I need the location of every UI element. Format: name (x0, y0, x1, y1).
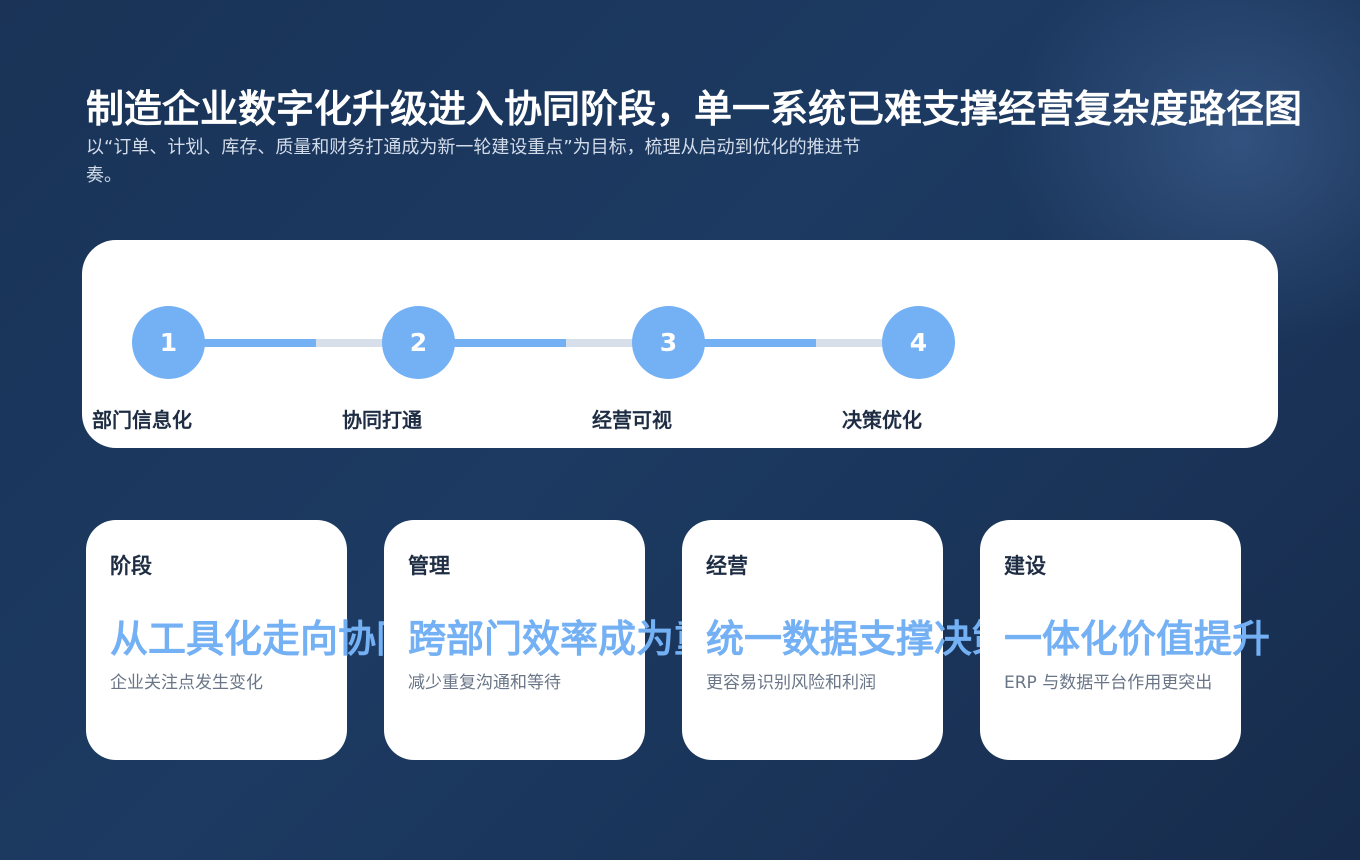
timeline-step-2-label: 协同打通 (342, 408, 422, 432)
stage-card: 阶段 从工具化走向协同 企业关注点发生变化 (86, 520, 414, 760)
management-card-label: 管理 (408, 554, 450, 578)
management-card-desc: 减少重复沟通和等待 (408, 673, 561, 693)
construction-card-desc: ERP 与数据平台作用更突出 (1004, 673, 1213, 693)
timeline-step-2-marker: 2 (382, 306, 455, 379)
stage-card-value: 从工具化走向协同 (110, 617, 415, 661)
page-subtitle: 以“订单、计划、库存、质量和财务打通成为新一轮建设重点”为目标，梳理从启动到优化… (86, 137, 861, 186)
timeline-step-3-label: 经营可视 (592, 408, 672, 432)
construction-card: 建设 一体化价值提升 ERP 与数据平台作用更突出 (980, 520, 1270, 760)
timeline-connector-3-4 (692, 339, 892, 347)
operations-card: 经营 统一数据支撑决策 更容易识别风险和利润 (682, 520, 1010, 760)
construction-card-value: 一体化价值提升 (1004, 617, 1271, 661)
timeline-connector-2-3 (442, 339, 642, 347)
timeline-step-4-marker: 4 (882, 306, 955, 379)
management-card: 管理 跨部门效率成为重点 减少重复沟通和等待 (384, 520, 750, 760)
timeline-step-1-marker: 1 (132, 306, 205, 379)
page-title: 制造企业数字化升级进入协同阶段，单一系统已难支撑经营复杂度路径图 (86, 87, 1303, 131)
stage-card-desc: 企业关注点发生变化 (110, 673, 263, 693)
stage-card-label: 阶段 (110, 554, 152, 578)
timeline-step-4-label: 决策优化 (842, 408, 922, 432)
timeline-step-1-label: 部门信息化 (92, 408, 192, 432)
operations-card-desc: 更容易识别风险和利润 (706, 673, 876, 693)
timeline-connector-1-2 (192, 339, 392, 347)
operations-card-value: 统一数据支撑决策 (706, 617, 1011, 661)
construction-card-label: 建设 (1004, 554, 1046, 578)
operations-card-label: 经营 (706, 554, 748, 578)
timeline-step-3-marker: 3 (632, 306, 705, 379)
timeline-card: 1 2 3 4 部门信息化 协同打通 经营可视 决策优化 (82, 240, 1278, 448)
